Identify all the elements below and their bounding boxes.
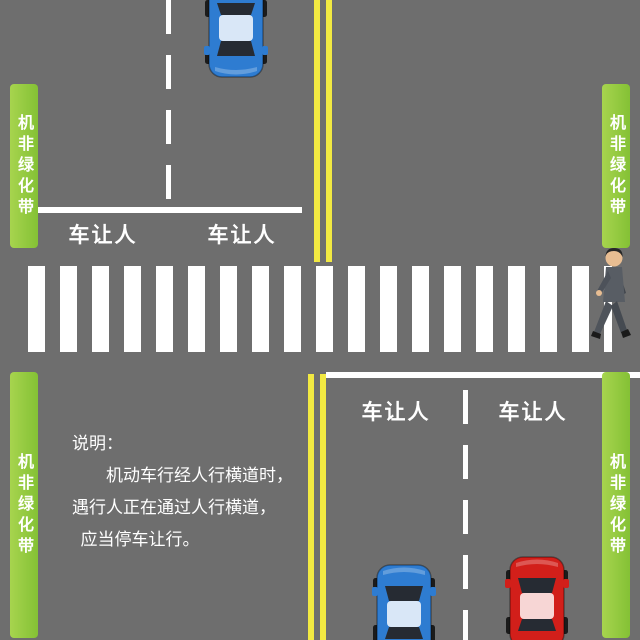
red-car-icon — [504, 556, 570, 640]
blue-car-icon — [371, 564, 437, 640]
yellow-line — [314, 0, 320, 262]
yellow-line — [320, 374, 326, 640]
double-yellow-line-bottom — [308, 374, 326, 640]
blue-car-icon — [203, 0, 269, 78]
explanation: 说明： 机动车行经人行横道时， 遇行人正在通过人行横道， 应当停车让行。 — [72, 428, 328, 556]
green-belt-top-left: 机非绿化带 — [10, 84, 38, 248]
explanation-line: 机动车行经人行横道时， — [106, 466, 293, 486]
lane-divider-dashed-top — [166, 0, 171, 210]
yield-label: 车让人 — [361, 400, 431, 424]
stop-line-bottom — [326, 372, 640, 378]
green-belt-bottom-left: 机非绿化带 — [10, 372, 38, 638]
stop-line-top — [36, 207, 302, 213]
yellow-line — [326, 0, 332, 262]
green-belt-label: 机非绿化带 — [607, 113, 626, 219]
green-belt-label: 机非绿化带 — [15, 113, 34, 219]
yield-label: 车让人 — [498, 400, 568, 424]
lane-divider-dashed-bottom — [463, 390, 468, 640]
green-belt-label: 机非绿化带 — [607, 452, 626, 558]
green-belt-bottom-right: 机非绿化带 — [602, 372, 630, 638]
double-yellow-line-top — [314, 0, 332, 262]
green-belt-top-right: 机非绿化带 — [602, 84, 630, 248]
yield-label: 车让人 — [207, 223, 277, 247]
yellow-line — [308, 374, 314, 640]
pedestrian-icon — [590, 246, 640, 350]
yield-label: 车让人 — [68, 223, 138, 247]
explanation-heading: 说明： — [72, 434, 123, 454]
crosswalk-zebra — [28, 266, 612, 352]
explanation-line: 遇行人正在通过人行横道， — [72, 498, 276, 518]
explanation-line: 应当停车让行。 — [80, 530, 200, 550]
green-belt-label: 机非绿化带 — [15, 452, 34, 558]
